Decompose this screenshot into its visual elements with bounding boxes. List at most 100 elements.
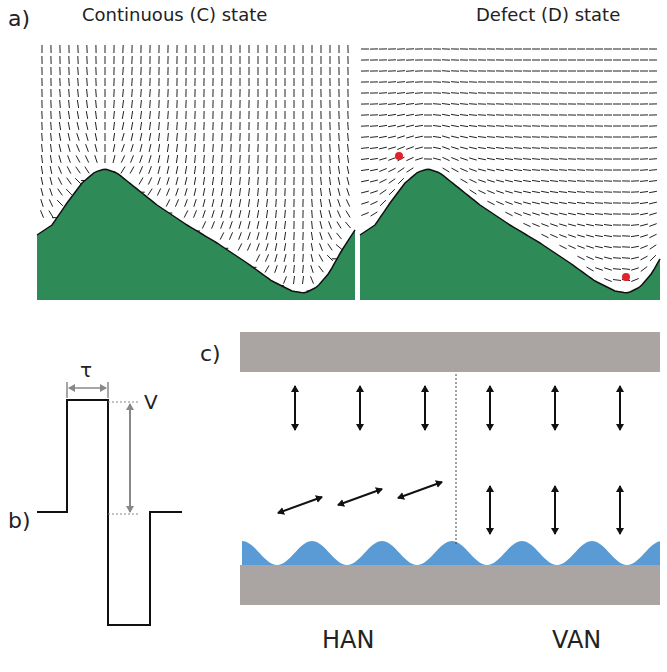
director-dash xyxy=(148,189,152,196)
director-dash xyxy=(505,147,513,149)
surface-line xyxy=(37,169,355,292)
director-dash xyxy=(577,224,585,226)
director-dash xyxy=(550,125,558,126)
director-dash xyxy=(604,49,612,50)
director-dash xyxy=(442,157,449,160)
director-dash xyxy=(640,147,648,148)
director-dash xyxy=(595,71,603,72)
director-dash xyxy=(523,180,531,181)
director-dash xyxy=(221,100,222,108)
director-dash xyxy=(59,111,61,119)
director-dash xyxy=(478,103,486,104)
director-dash xyxy=(595,202,603,204)
director-dash xyxy=(397,70,405,72)
director-dash xyxy=(257,221,259,229)
director-dash xyxy=(302,177,303,185)
director-dash xyxy=(337,222,341,229)
director-dash xyxy=(406,157,413,160)
director-dash xyxy=(285,78,286,86)
director-dash xyxy=(514,180,522,181)
director-dash xyxy=(212,155,214,163)
director-dash xyxy=(167,122,169,130)
director-dash xyxy=(514,158,522,160)
director-dash xyxy=(113,45,114,53)
director-dash xyxy=(284,210,286,218)
director-dash xyxy=(203,100,204,108)
voltage-waveform xyxy=(37,382,182,625)
director-dash xyxy=(212,166,214,174)
director-dash xyxy=(50,67,51,75)
director-dash xyxy=(320,177,322,185)
director-dash xyxy=(532,71,540,72)
director-dash xyxy=(370,169,378,171)
director-dash xyxy=(406,70,414,72)
director-dash xyxy=(185,100,186,108)
director-dash xyxy=(622,93,630,94)
director-dash xyxy=(640,213,648,215)
director-dash xyxy=(122,89,124,97)
director-dash xyxy=(613,213,621,214)
director-dash xyxy=(397,59,405,60)
director-dash xyxy=(568,103,576,104)
director-dash xyxy=(303,78,304,86)
director-dash xyxy=(311,221,313,229)
director-dash xyxy=(302,199,303,207)
director-dash xyxy=(194,188,196,196)
director-dash xyxy=(433,48,441,49)
director-dash xyxy=(532,49,540,50)
director-dash xyxy=(96,111,97,119)
director-dash xyxy=(604,246,612,247)
panel-label: τ xyxy=(80,360,92,380)
director-dash xyxy=(320,111,321,119)
director-dash xyxy=(469,169,477,172)
director-dash xyxy=(622,268,630,270)
director-dash xyxy=(59,56,60,64)
director-dash xyxy=(221,133,222,141)
director-dash xyxy=(284,122,285,130)
director-dash xyxy=(150,122,151,130)
director-dash xyxy=(496,48,504,49)
director-dash xyxy=(345,222,350,228)
director-dash xyxy=(586,246,594,248)
director-dash xyxy=(194,100,195,108)
director-dash xyxy=(415,59,423,60)
director-dash xyxy=(311,243,312,251)
director-dash xyxy=(577,169,585,171)
anchoring-tick xyxy=(113,171,115,172)
director-dash xyxy=(406,147,414,150)
director-dash xyxy=(320,133,321,141)
director-dash xyxy=(284,265,286,273)
director-dash xyxy=(50,133,52,141)
director-dash xyxy=(113,133,114,141)
director-dash xyxy=(338,67,339,75)
director-dash xyxy=(239,89,240,97)
director-dash xyxy=(586,191,594,193)
director-dash xyxy=(523,125,531,126)
director-dash xyxy=(347,133,349,141)
director-dash xyxy=(496,103,504,104)
director-dash xyxy=(595,115,603,116)
director-dash xyxy=(256,254,260,261)
director-dash xyxy=(86,78,88,86)
director-dash xyxy=(231,177,232,185)
director-dash xyxy=(50,166,52,174)
director-dash xyxy=(541,213,549,215)
director-dash xyxy=(113,144,115,152)
director-dash xyxy=(275,144,276,152)
director-dash xyxy=(604,147,612,148)
director-dash xyxy=(158,45,159,53)
director-dash xyxy=(95,144,97,152)
director-dash xyxy=(67,166,71,173)
director-dash xyxy=(185,166,186,174)
director-dash xyxy=(442,92,450,94)
director-dash xyxy=(77,111,78,119)
director-dash xyxy=(284,166,285,174)
director-dash xyxy=(347,56,348,64)
director-dash xyxy=(649,234,656,238)
director-dash xyxy=(586,180,594,182)
director-dash xyxy=(496,201,503,204)
director-dash xyxy=(212,221,215,228)
director-dash xyxy=(149,155,151,163)
director-dash xyxy=(311,166,312,174)
director-dash xyxy=(631,191,639,192)
